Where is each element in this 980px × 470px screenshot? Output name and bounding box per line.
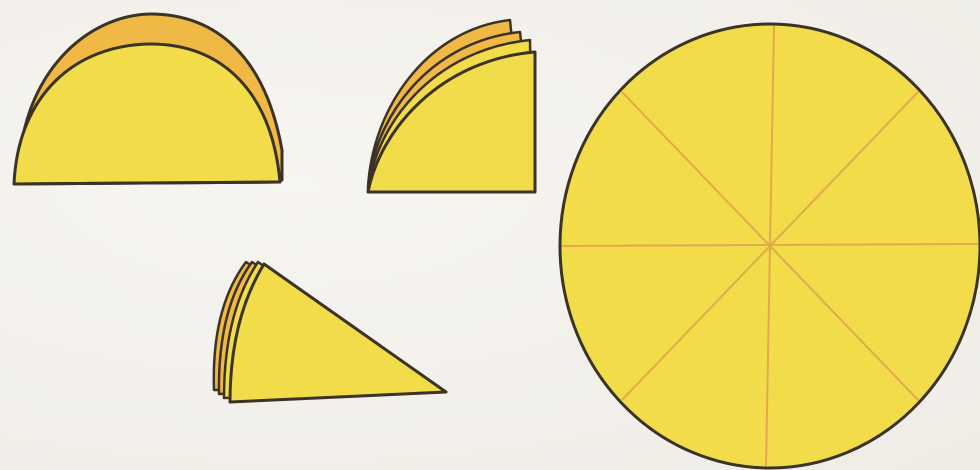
eighth-layer-front: [230, 264, 446, 402]
quarter-circle-fold: [368, 20, 535, 192]
half-circle-fold: [14, 14, 282, 184]
eighth-circle-fold: [214, 262, 446, 402]
unfolded-circle: [560, 24, 980, 468]
half-circle-base: [14, 182, 280, 184]
